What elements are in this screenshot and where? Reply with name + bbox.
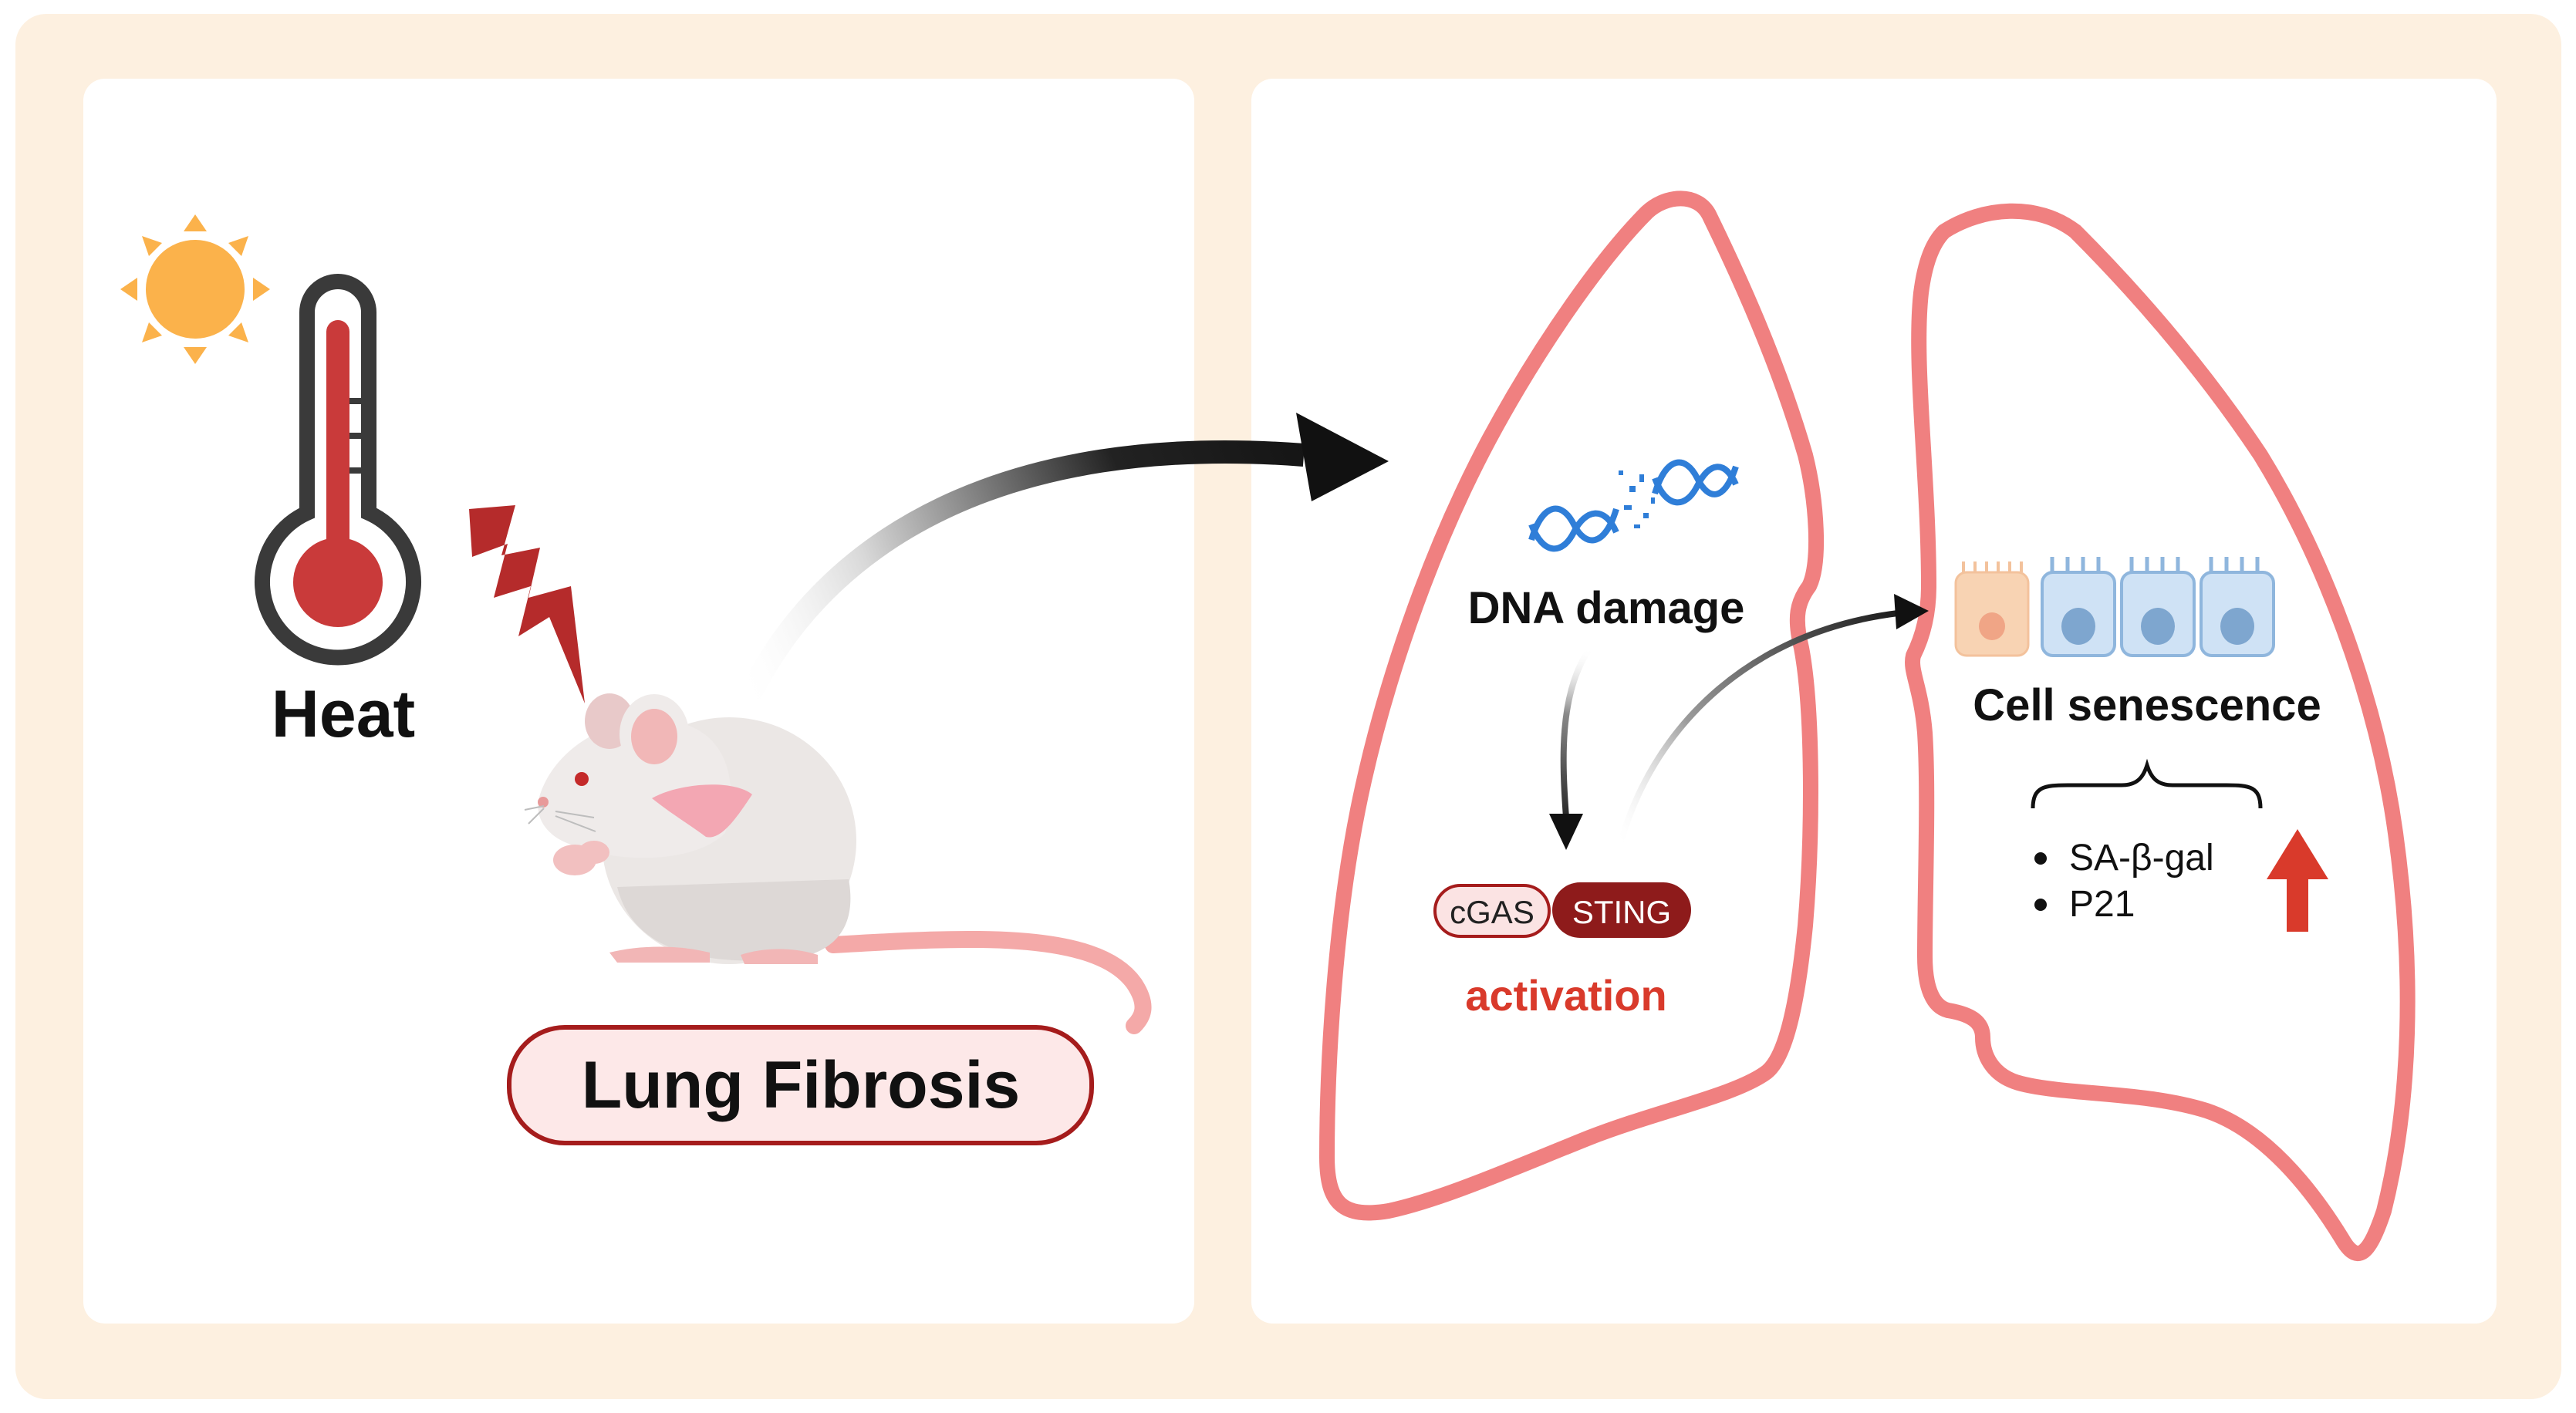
mouse-illustration (524, 693, 1152, 1034)
lightning-icon (469, 505, 585, 703)
marker-item: SA-β-gal (2069, 838, 2214, 878)
marker-bullet (2034, 852, 2047, 865)
activation-label: activation (1465, 971, 1666, 1020)
sting-pill: STING (1552, 882, 1691, 938)
left-lung-outline (1319, 191, 1825, 1221)
right-lung-outline (1905, 203, 2416, 1261)
sting-label: STING (1572, 894, 1671, 930)
dna-damage-label: DNA damage (1468, 583, 1745, 633)
senescent-cells-icon (1954, 557, 2275, 657)
marker-brace (2031, 758, 2263, 809)
dna-damage-icon (1528, 459, 1739, 552)
lung-fibrosis-label: Lung Fibrosis (582, 1048, 1021, 1122)
marker-list: SA-β-gal P21 (2034, 838, 2214, 925)
cgas-label: cGAS (1450, 894, 1534, 930)
thermometer-icon (255, 274, 421, 666)
sun-icon (120, 214, 270, 364)
right-panel (1251, 79, 2497, 1324)
cgas-pill: cGAS (1433, 884, 1551, 938)
lung-fibrosis-box (507, 1025, 1094, 1145)
marker-bullet (2034, 899, 2047, 911)
dna-to-sting-arrow (1549, 647, 1592, 850)
increase-arrow-icon (2267, 829, 2328, 932)
heat-label: Heat (272, 677, 415, 751)
cell-senescence-label: Cell senescence (1973, 680, 2321, 730)
sting-to-senescence-arrow (1617, 594, 1929, 846)
main-arrow (738, 413, 1389, 703)
marker-item: P21 (2069, 884, 2135, 925)
